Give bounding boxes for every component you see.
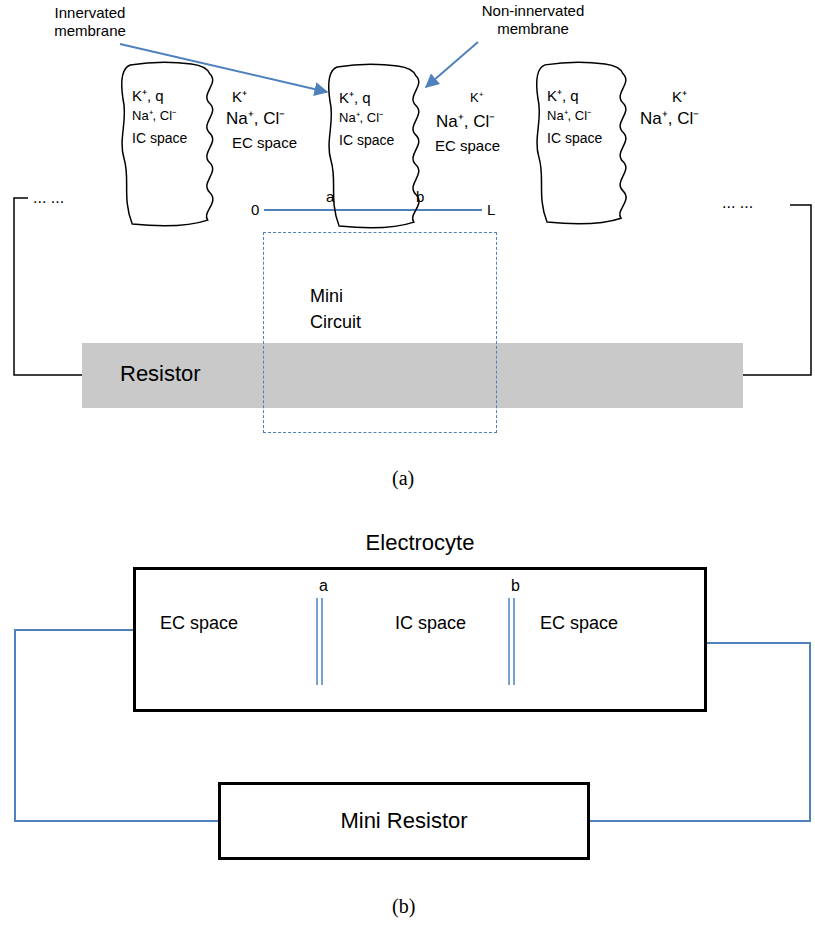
ion-label: K⁺ bbox=[470, 90, 483, 106]
axis-line bbox=[264, 209, 482, 211]
region-label: IC space bbox=[395, 613, 466, 635]
region-label: EC space bbox=[232, 134, 297, 152]
ion-label: K⁺, q bbox=[132, 87, 164, 105]
mini-circuit-box: Mini Circuit bbox=[263, 232, 497, 433]
cell-outline bbox=[537, 62, 626, 224]
ion-label: K⁺ bbox=[232, 88, 247, 106]
wire bbox=[590, 643, 810, 821]
membrane-label: a bbox=[319, 576, 328, 595]
region-label: EC space bbox=[435, 137, 500, 155]
resistor-bar: Resistor bbox=[82, 343, 743, 408]
resistor-label: Resistor bbox=[120, 361, 201, 387]
ion-label: Na⁺, Cl⁻ bbox=[547, 108, 591, 124]
ion-label: Na⁺, Cl⁻ bbox=[226, 109, 285, 129]
cell-outline bbox=[329, 64, 419, 228]
resistor-label: Mini Resistor bbox=[221, 808, 587, 834]
ion-label: Na⁺, Cl⁻ bbox=[436, 112, 495, 132]
callout-label: Non-innervated membrane bbox=[466, 2, 600, 38]
position-label: a bbox=[326, 188, 334, 206]
callout-label: Innervated membrane bbox=[40, 4, 140, 40]
ion-label: K⁺ bbox=[672, 88, 687, 106]
mini-resistor-box: Mini Resistor bbox=[218, 782, 590, 860]
region-label: IC space bbox=[339, 132, 394, 149]
region-label: EC space bbox=[160, 613, 238, 635]
electrocyte-cell: K⁺, q Na⁺, Cl⁻ IC space bbox=[120, 60, 222, 228]
leader-arrow bbox=[120, 44, 327, 92]
electrocyte-cell: K⁺, q Na⁺, Cl⁻ IC space bbox=[535, 60, 635, 226]
electrocyte-cell: K⁺, q Na⁺, Cl⁻ IC space bbox=[327, 62, 428, 230]
cell-outline bbox=[122, 62, 213, 226]
wire bbox=[14, 198, 82, 375]
position-label: b bbox=[416, 188, 424, 206]
position-label: L bbox=[487, 201, 495, 219]
wire bbox=[15, 630, 218, 821]
position-label: 0 bbox=[251, 201, 259, 219]
ion-label: Na⁺, Cl⁻ bbox=[640, 109, 699, 129]
region-label: EC space bbox=[540, 613, 618, 635]
ion-label: K⁺, q bbox=[339, 89, 371, 107]
ion-label: K⁺, q bbox=[547, 87, 579, 105]
leader-arrow bbox=[426, 42, 478, 87]
membrane-label: b bbox=[511, 576, 520, 595]
box-label: Mini Circuit bbox=[310, 283, 382, 335]
electrocyte-box: ElectrocyteEC spaceaIC spacebEC space bbox=[133, 567, 707, 712]
box-title: Electrocyte bbox=[136, 530, 704, 556]
panel-label: (b) bbox=[392, 894, 415, 918]
wire bbox=[743, 205, 811, 375]
ion-label: Na⁺, Cl⁻ bbox=[132, 108, 176, 124]
panel-label: (a) bbox=[392, 466, 414, 490]
continuation-dots: ... ... bbox=[33, 188, 64, 207]
region-label: IC space bbox=[547, 130, 602, 147]
continuation-dots: ... ... bbox=[722, 193, 753, 212]
ion-label: Na⁺, Cl⁻ bbox=[339, 110, 383, 126]
region-label: IC space bbox=[132, 130, 187, 147]
membrane-lines bbox=[509, 598, 514, 685]
membrane-lines bbox=[317, 598, 322, 685]
